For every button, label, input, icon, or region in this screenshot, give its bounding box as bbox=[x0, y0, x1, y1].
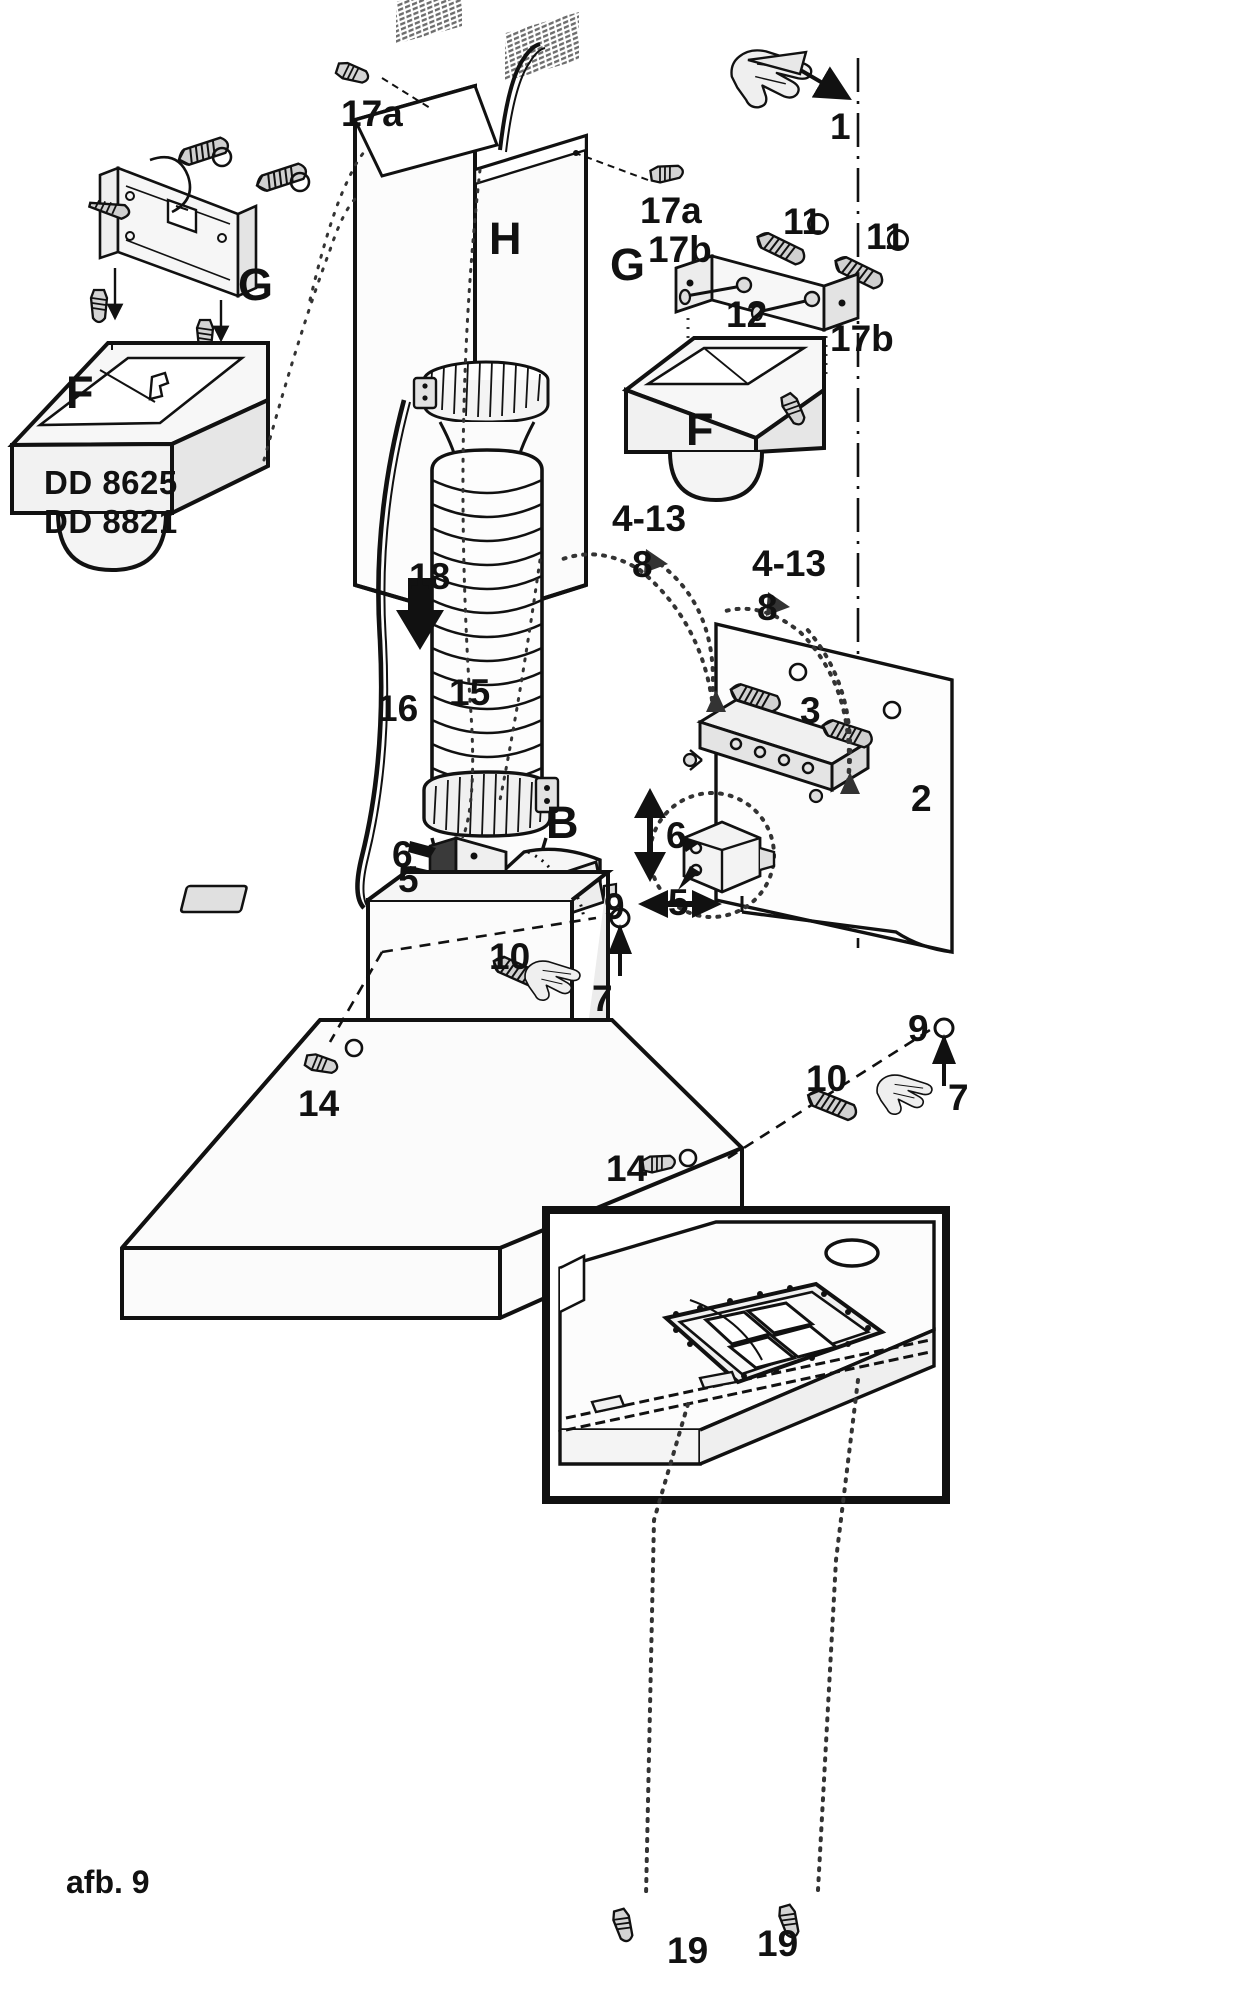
callout-G-right-label: G bbox=[610, 239, 646, 290]
callout-5-b-label: 5 bbox=[668, 882, 689, 923]
callout-17a-right bbox=[573, 150, 686, 185]
callout-B-label: B bbox=[546, 797, 579, 848]
screw-14-left bbox=[302, 1038, 364, 1077]
callout-4-13-a-label: 4-13 bbox=[612, 498, 687, 539]
callout-19-a-label: 19 bbox=[667, 1930, 709, 1971]
callout-17a-left bbox=[333, 59, 431, 109]
callout-11-a-label: 11 bbox=[783, 201, 823, 242]
callout-8-a-label: 8 bbox=[632, 544, 653, 585]
screw-14-right bbox=[640, 1148, 698, 1175]
filter-detail-inset bbox=[542, 1206, 950, 1504]
step-arrowheads bbox=[644, 549, 860, 794]
callout-4-13-b-label: 4-13 bbox=[752, 543, 827, 584]
callout-1-label: 1 bbox=[830, 106, 851, 147]
fixing-group-lower bbox=[727, 1017, 956, 1160]
screw-19-left bbox=[610, 1402, 690, 1945]
callout-2-label: 2 bbox=[911, 778, 932, 819]
bracket-G-left bbox=[87, 134, 311, 354]
callout-G-left-label: G bbox=[238, 259, 274, 310]
callout-10-a-label: 10 bbox=[489, 936, 531, 977]
callout-9-b-label: 9 bbox=[908, 1008, 929, 1049]
callout-11-b-label: 11 bbox=[866, 216, 906, 257]
callout-14-b-label: 14 bbox=[606, 1148, 648, 1189]
step-arrows bbox=[558, 552, 853, 784]
bracket-12 bbox=[674, 254, 860, 374]
callout-H-label: H bbox=[489, 213, 522, 264]
callout-F-left-label: F bbox=[66, 367, 94, 418]
fixing-group-upper bbox=[328, 907, 632, 1043]
flue-vent-right bbox=[505, 11, 579, 82]
flexible-hose-15 bbox=[396, 360, 560, 838]
callout-10-b-label: 10 bbox=[806, 1058, 848, 1099]
callout-12-label: 12 bbox=[726, 294, 768, 335]
callout-17a-right-label: 17a bbox=[640, 190, 702, 231]
callout-17b-a-label: 17b bbox=[648, 229, 712, 270]
screw-19-right bbox=[776, 1378, 860, 1941]
flue-vent-left bbox=[396, 0, 462, 44]
hand-push-1 bbox=[730, 49, 852, 109]
model-number-1: DD 8625 bbox=[44, 464, 178, 501]
callout-6-b-label: 6 bbox=[666, 815, 687, 856]
callout-9-a-label: 9 bbox=[604, 886, 625, 927]
callout-8-b-label: 8 bbox=[757, 587, 778, 628]
figure-caption: afb. 9 bbox=[66, 1864, 150, 1900]
callout-14-a-label: 14 bbox=[298, 1083, 340, 1124]
model-number-2: DD 8821 bbox=[44, 503, 178, 540]
outlet-box-F-left bbox=[7, 341, 270, 573]
callout-3-label: 3 bbox=[800, 690, 821, 731]
callout-18-label: 18 bbox=[409, 556, 451, 597]
outlet-box-F-right bbox=[621, 336, 826, 503]
callout-7-b-label: 7 bbox=[948, 1077, 969, 1118]
adjustment-detail-circle bbox=[634, 788, 776, 919]
callout-7-a-label: 7 bbox=[592, 978, 613, 1019]
callout-19-b-label: 19 bbox=[757, 1923, 799, 1964]
mounting-rail-3 bbox=[682, 662, 902, 804]
callout-6-a-label: 6 bbox=[392, 834, 413, 875]
callout-11-plugs bbox=[752, 213, 909, 292]
callout-16-label: 16 bbox=[377, 688, 419, 729]
callout-17b-b-label: 17b bbox=[830, 318, 894, 359]
callout-5-a-label: 5 bbox=[398, 859, 419, 900]
callout-F-right-label: F bbox=[686, 404, 714, 455]
callout-15-label: 15 bbox=[449, 672, 491, 713]
callout-17a-left-label: 17a bbox=[341, 93, 403, 134]
